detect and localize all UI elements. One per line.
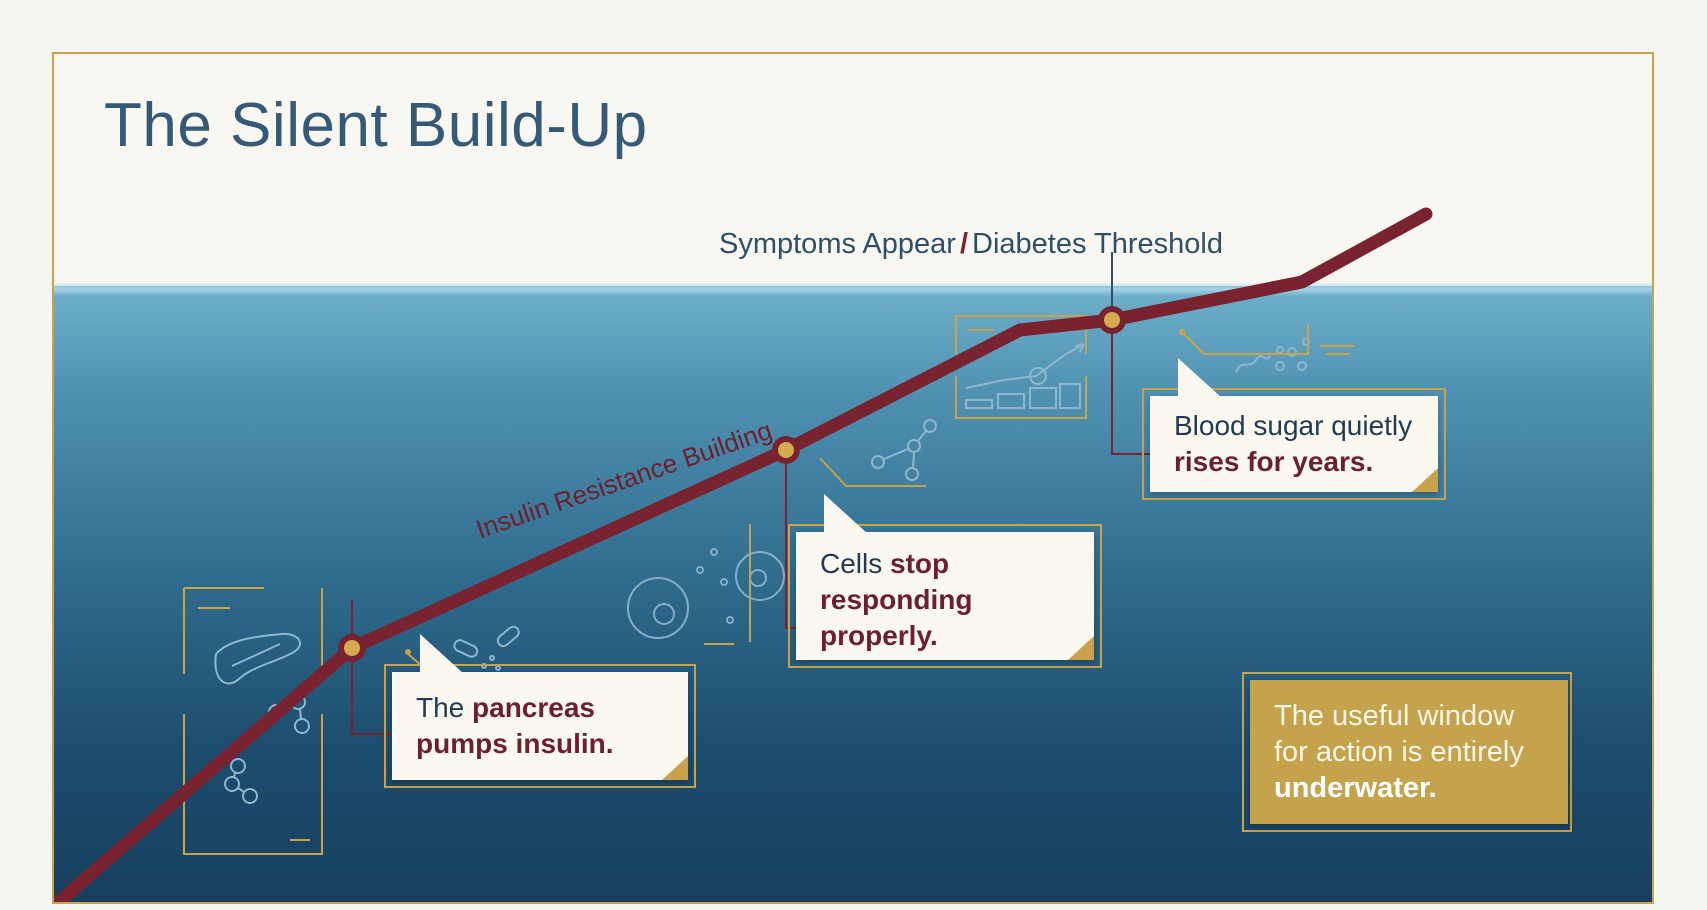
callout-frame-2 (788, 524, 1102, 668)
callout-cells-line2: responding (820, 584, 973, 615)
action-window-note: The useful window for action is entirely… (1250, 680, 1568, 824)
threshold-separator: / (959, 228, 969, 260)
threshold-label: Symptoms Appear/Diabetes Threshold (719, 228, 1223, 261)
note-frame (1242, 672, 1572, 832)
callout-cells-pre: Cells (820, 548, 891, 579)
insulin-resistance-curve (54, 207, 1433, 902)
callout-blood-sugar-line2: rises for years. (1174, 446, 1374, 477)
page-title: The Silent Build-Up (104, 91, 648, 160)
slide-frame: The Silent Build-Up Symptoms Appear/Diab… (52, 52, 1654, 904)
chart-panel (955, 315, 1087, 419)
callout-frame-3 (1142, 388, 1446, 500)
chart-icon (965, 343, 1085, 409)
connector-red-2 (785, 454, 800, 629)
callout-blood-sugar: Blood sugar quietly rises for years. (1150, 358, 1438, 492)
note-bold: underwater. (1274, 772, 1437, 804)
glucose-icon (1235, 338, 1310, 373)
callout-frame-1 (384, 664, 696, 788)
callout-cells-line3: properly. (820, 620, 938, 651)
threshold-symptoms: Symptoms Appear (719, 228, 956, 260)
callout-pancreas: The pancreas pumps insulin. (392, 634, 688, 780)
pancreas-panel (183, 587, 323, 855)
glucose-panel (1181, 324, 1354, 355)
curve-point-2 (772, 436, 800, 464)
curve-point-1 (338, 634, 366, 662)
cells-connector (819, 457, 926, 487)
pancreas-icon (214, 632, 301, 685)
connector-dot-2 (1179, 329, 1185, 335)
connector-dot (405, 649, 411, 655)
note-line1: The useful window (1274, 700, 1515, 732)
threshold-diabetes: Diabetes Threshold (972, 228, 1223, 260)
connector-red-3 (1111, 324, 1150, 455)
note-line2: for action is entirely (1274, 736, 1524, 768)
cell-icon (627, 548, 785, 639)
diagram-graphics (54, 207, 1433, 902)
callout-blood-sugar-pre: Blood sugar quietly (1174, 410, 1413, 441)
callout-cells-bold: stop (890, 548, 950, 579)
callout-cells: Cells stop responding properly. (796, 494, 1094, 660)
callout-pancreas-line2: pumps insulin. (416, 728, 614, 759)
molecule-icon-2 (871, 419, 937, 481)
callout-pancreas-bold: pancreas (472, 692, 595, 723)
callout-pancreas-pre: The (416, 692, 473, 723)
curve-point-3 (1098, 306, 1126, 334)
